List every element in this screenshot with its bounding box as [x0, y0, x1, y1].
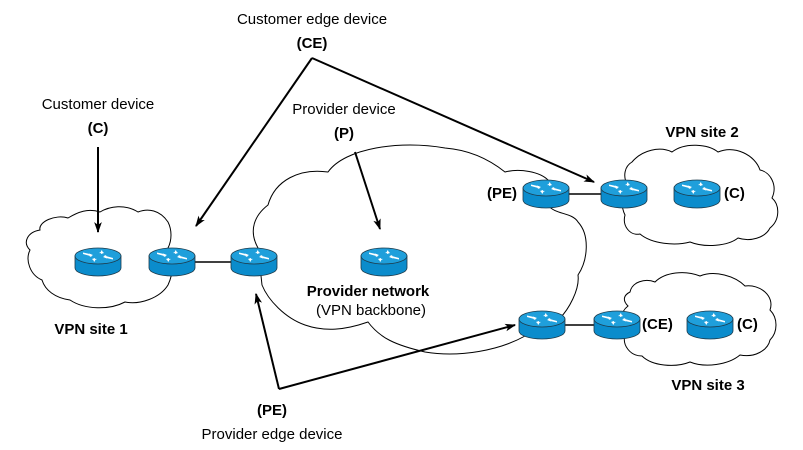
arrow-pe-right [278, 323, 517, 390]
label-vpn-backbone: (VPN backbone) [315, 302, 427, 319]
label-c-site2: (C) [724, 185, 745, 202]
arrow-pe-left [254, 292, 280, 390]
label-ce-site3: (CE) [642, 316, 673, 333]
label-provider-edge-device: Provider edge device [201, 426, 343, 443]
vpn-site-2-cloud [621, 144, 779, 246]
arrow-ce-right [311, 57, 596, 183]
router-icon-backbone-pe-left [230, 247, 278, 277]
arrow-provider-device [354, 151, 381, 231]
router-icon-backbone-pe-bottom-right [518, 310, 566, 340]
label-provider-device: Provider device [292, 101, 396, 118]
label-customer-edge-device: Customer edge device [236, 11, 388, 28]
label-c-top: (C) [87, 120, 109, 137]
label-vpn-site-2: VPN site 2 [665, 124, 739, 141]
router-icon-site1-c [74, 247, 122, 277]
router-icon-site3-ce [593, 310, 641, 340]
router-icon-backbone-pe-top-right [522, 179, 570, 209]
label-pe-bottom: (PE) [257, 402, 287, 419]
label-provider-network: Provider network [306, 283, 430, 300]
label-pe-site2: (PE) [487, 185, 517, 202]
label-vpn-site-3: VPN site 3 [671, 377, 745, 394]
arrow-ce-left [195, 57, 313, 227]
router-icon-site2-ce [600, 179, 648, 209]
label-ce-top: (CE) [296, 35, 328, 52]
router-icon-backbone-p [360, 247, 408, 277]
router-icon-site1-ce [148, 247, 196, 277]
label-p-top: (P) [334, 125, 354, 142]
label-vpn-site-1: VPN site 1 [54, 321, 128, 338]
router-icon-site2-c [673, 179, 721, 209]
provider-network-cloud [252, 144, 587, 355]
router-icon-site3-c [686, 310, 734, 340]
label-customer-device: Customer device [41, 96, 155, 113]
label-c-site3: (C) [737, 316, 758, 333]
